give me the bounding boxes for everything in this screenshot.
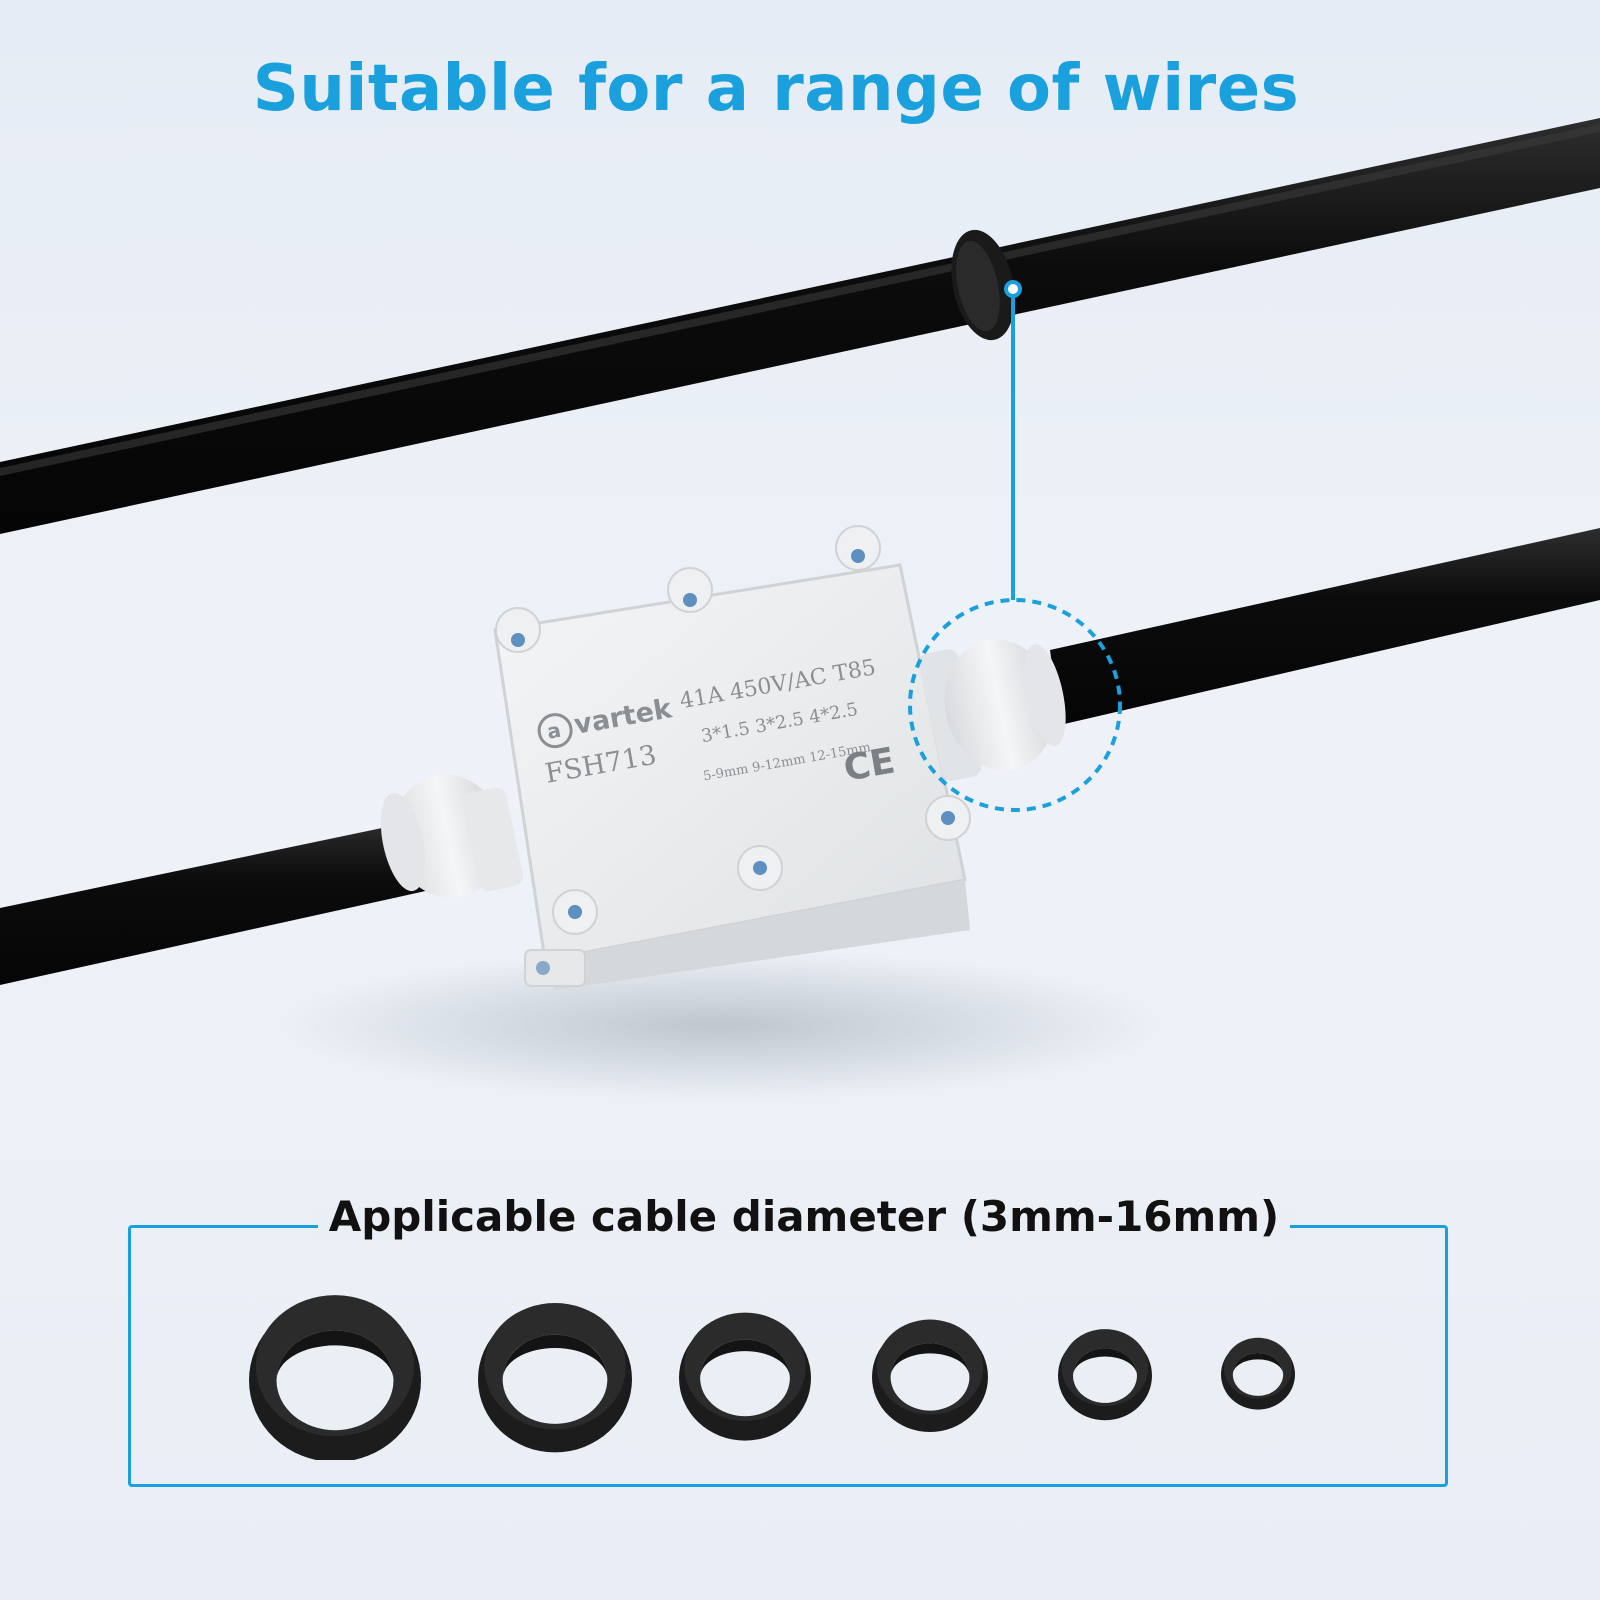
sealing-ring-4 bbox=[872, 1319, 988, 1433]
sealing-ring-5 bbox=[1058, 1329, 1152, 1421]
sealing-ring-2 bbox=[478, 1303, 632, 1453]
brand-logo-icon: a bbox=[537, 713, 573, 749]
svg-text:a: a bbox=[545, 718, 562, 744]
upper-cable bbox=[0, 118, 1600, 534]
ce-mark-icon: CE bbox=[841, 740, 898, 789]
junction-box: a vartek FSH713 41A 450V/AC T85 3*1.5 3*… bbox=[493, 525, 971, 990]
panel-title-mask bbox=[318, 1210, 1290, 1240]
lower-cable-right bbox=[1050, 528, 1600, 725]
panel-title: Applicable cable diameter (3mm-16mm) bbox=[328, 1192, 1280, 1241]
cable-ring-on-wire bbox=[951, 229, 1015, 341]
sealing-ring-1 bbox=[249, 1295, 421, 1460]
headline: Suitable for a range of wires bbox=[252, 52, 1300, 126]
detail-callout-icon bbox=[908, 280, 1122, 812]
product-scene: a vartek FSH713 41A 450V/AC T85 3*1.5 3*… bbox=[0, 118, 1600, 1100]
left-cable-gland bbox=[380, 774, 523, 898]
right-cable-gland bbox=[918, 639, 1066, 781]
ring-row bbox=[249, 1295, 1295, 1460]
box-shadow bbox=[280, 950, 1160, 1100]
sealing-ring-3 bbox=[679, 1312, 811, 1441]
sealing-ring-6 bbox=[1221, 1337, 1295, 1410]
lower-cable-left bbox=[0, 820, 430, 985]
